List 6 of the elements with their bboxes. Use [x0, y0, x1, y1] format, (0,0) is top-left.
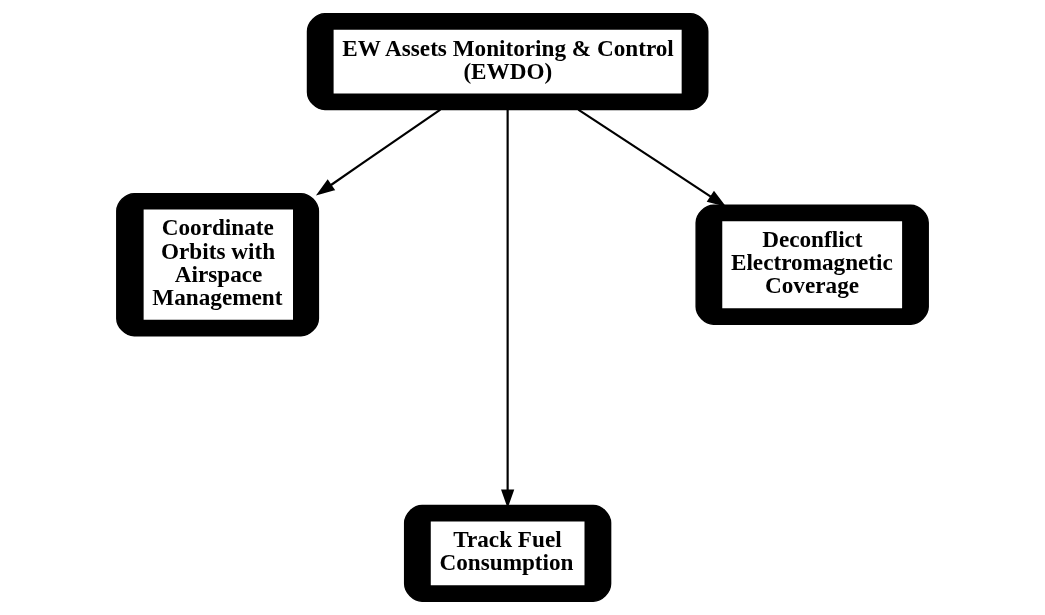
node-box: EW Assets Monitoring & Control (EWDO)	[306, 13, 709, 111]
node-box: Track Fuel Consumption	[403, 504, 612, 602]
arrow	[577, 108, 727, 207]
node-box: Deconflict Electromagnetic Coverage	[695, 204, 929, 325]
node-box: Coordinate Orbits with Airspace Management	[116, 192, 320, 337]
arrow	[315, 108, 441, 196]
